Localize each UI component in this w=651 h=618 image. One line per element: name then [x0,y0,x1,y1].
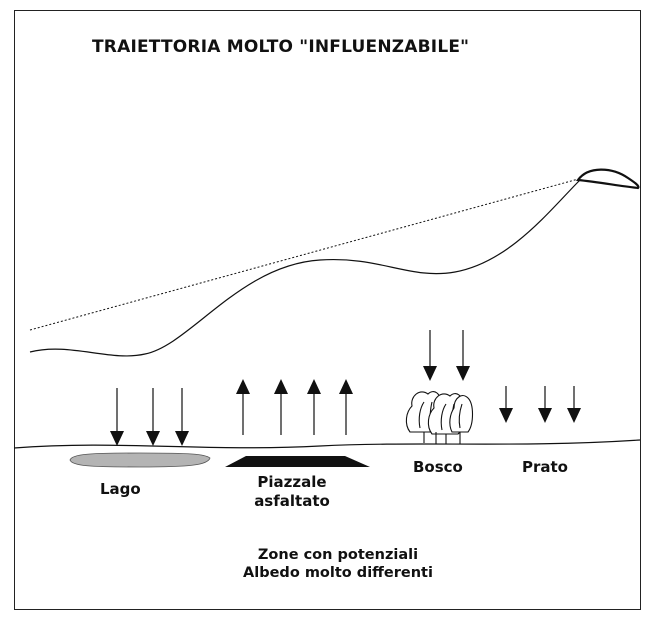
actual-trajectory [29,179,581,357]
direct-glide-line [29,177,583,331]
down-arrow-icon [567,386,581,423]
up-arrow-icon [274,379,288,435]
forest-downdraft-arrows [423,330,470,381]
down-arrow-icon [538,386,552,423]
down-arrow-icon [456,330,470,381]
forest-trees-icon [405,391,474,444]
square-label-line1: Piazzale [257,473,326,491]
up-arrow-icon [236,379,250,435]
lake-label: Lago [100,480,141,498]
forest-label: Bosco [413,458,463,476]
caption-line1: Zone con potenziali [258,547,418,563]
asphalt-square-shape [225,456,370,467]
down-arrow-icon [146,388,160,446]
caption-line2: Albedo molto differenti [243,565,433,581]
lake-downdraft-arrows [110,388,189,446]
up-arrow-icon [339,379,353,435]
lake-shape [69,452,211,468]
square-updraft-arrows [236,379,353,435]
figure-frame [14,10,641,610]
down-arrow-icon [110,388,124,446]
glider-icon [575,168,640,190]
down-arrow-icon [423,330,437,381]
down-arrow-icon [499,386,513,423]
square-label-line2: asfaltato [254,492,330,510]
meadow-downdraft-arrows [499,386,581,423]
diagram-title: TRAIETTORIA MOLTO "INFLUENZABILE" [92,37,469,57]
ground-line [13,439,641,449]
down-arrow-icon [175,388,189,446]
up-arrow-icon [307,379,321,435]
meadow-label: Prato [522,458,568,476]
